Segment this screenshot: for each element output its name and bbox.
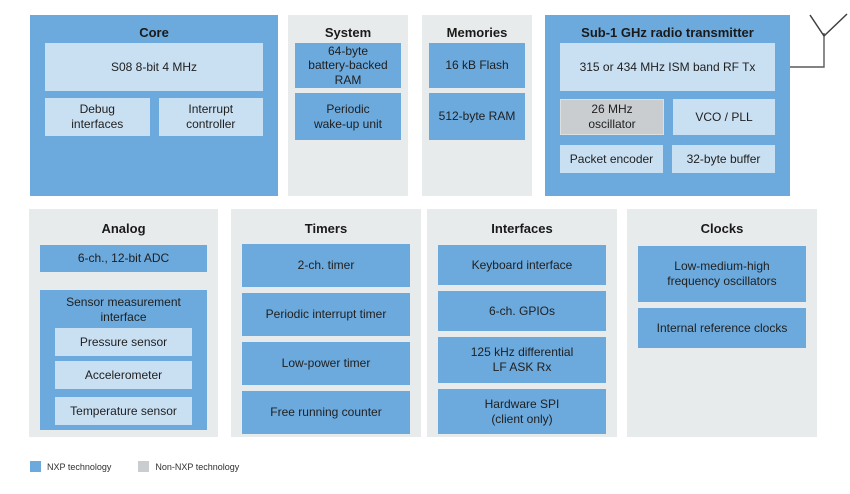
- radio-row-1: 26 MHz oscillator VCO / PLL: [560, 99, 775, 135]
- block-adc: 6-ch., 12-bit ADC: [40, 245, 207, 272]
- legend-item-nxp: NXP technology: [30, 461, 111, 472]
- block-hardware-spi: Hardware SPI (client only): [438, 389, 606, 434]
- panel-radio-title: Sub-1 GHz radio transmitter: [581, 25, 754, 40]
- block-battery-backed-ram: 64-byte battery-backed RAM: [295, 43, 401, 88]
- panel-interfaces-title: Interfaces: [491, 221, 553, 236]
- block-pressure-sensor: Pressure sensor: [55, 328, 192, 356]
- panel-memories-title: Memories: [446, 25, 508, 40]
- block-low-power-timer: Low-power timer: [242, 342, 410, 385]
- block-periodic-interrupt-timer: Periodic interrupt timer: [242, 293, 410, 336]
- legend-nxp-label: NXP technology: [47, 461, 112, 472]
- panel-system-title: System: [324, 25, 372, 40]
- block-keyboard-interface: Keyboard interface: [438, 245, 606, 285]
- panel-radio-transmitter: Sub-1 GHz radio transmitter 315 or 434 M…: [545, 15, 790, 196]
- panel-clocks-title: Clocks: [700, 221, 744, 236]
- legend-item-non-nxp: Non-NXP technology: [138, 461, 239, 472]
- block-packet-encoder: Packet encoder: [560, 145, 663, 173]
- block-vco-pll: VCO / PLL: [673, 99, 775, 135]
- block-ism-band-rf-tx: 315 or 434 MHz ISM band RF Tx: [560, 43, 775, 91]
- panel-timers: Timers 2-ch. timer Periodic interrupt ti…: [231, 209, 421, 437]
- core-sub-row: Debug interfaces Interrupt controller: [45, 98, 263, 136]
- legend: NXP technology Non-NXP technology: [30, 461, 239, 472]
- block-32-byte-buffer: 32-byte buffer: [672, 145, 775, 173]
- block-gpios: 6-ch. GPIOs: [438, 291, 606, 331]
- block-temperature-sensor: Temperature sensor: [55, 397, 192, 425]
- block-frequency-oscillators: Low-medium-high frequency oscillators: [638, 246, 806, 302]
- panel-timers-title: Timers: [304, 221, 348, 236]
- panel-interfaces: Interfaces Keyboard interface 6-ch. GPIO…: [427, 209, 617, 437]
- block-sensor-measurement-interface: Sensor measurement interface Pressure se…: [40, 290, 207, 430]
- block-s08-cpu: S08 8-bit 4 MHz: [45, 43, 263, 91]
- non-nxp-swatch-icon: [138, 461, 150, 472]
- block-periodic-wakeup-unit: Periodic wake-up unit: [295, 93, 401, 140]
- block-lf-ask-rx: 125 kHz differential LF ASK Rx: [438, 337, 606, 383]
- legend-non-nxp-label: Non-NXP technology: [155, 461, 240, 472]
- panel-analog: Analog 6-ch., 12-bit ADC Sensor measurem…: [29, 209, 218, 437]
- sensor-interface-label: Sensor measurement interface: [66, 295, 181, 324]
- block-ram: 512-byte RAM: [429, 93, 525, 140]
- block-accelerometer: Accelerometer: [55, 361, 192, 389]
- block-interrupt-controller: Interrupt controller: [158, 98, 263, 136]
- block-2ch-timer: 2-ch. timer: [242, 244, 410, 287]
- block-free-running-counter: Free running counter: [242, 391, 410, 434]
- radio-row-2: Packet encoder 32-byte buffer: [560, 145, 775, 173]
- panel-analog-title: Analog: [101, 221, 146, 236]
- panel-clocks: Clocks Low-medium-high frequency oscilla…: [627, 209, 817, 437]
- panel-system: System 64-byte battery-backed RAM Period…: [288, 15, 408, 196]
- panel-core-title: Core: [139, 25, 169, 40]
- block-internal-reference-clocks: Internal reference clocks: [638, 308, 806, 348]
- panel-memories: Memories 16 kB Flash 512-byte RAM: [422, 15, 532, 196]
- block-debug-interfaces: Debug interfaces: [45, 98, 150, 136]
- block-26mhz-oscillator: 26 MHz oscillator: [560, 99, 664, 135]
- antenna-icon: [790, 13, 848, 68]
- block-flash: 16 kB Flash: [429, 43, 525, 88]
- panel-core: Core S08 8-bit 4 MHz Debug interfaces In…: [30, 15, 278, 196]
- nxp-swatch-icon: [30, 461, 41, 472]
